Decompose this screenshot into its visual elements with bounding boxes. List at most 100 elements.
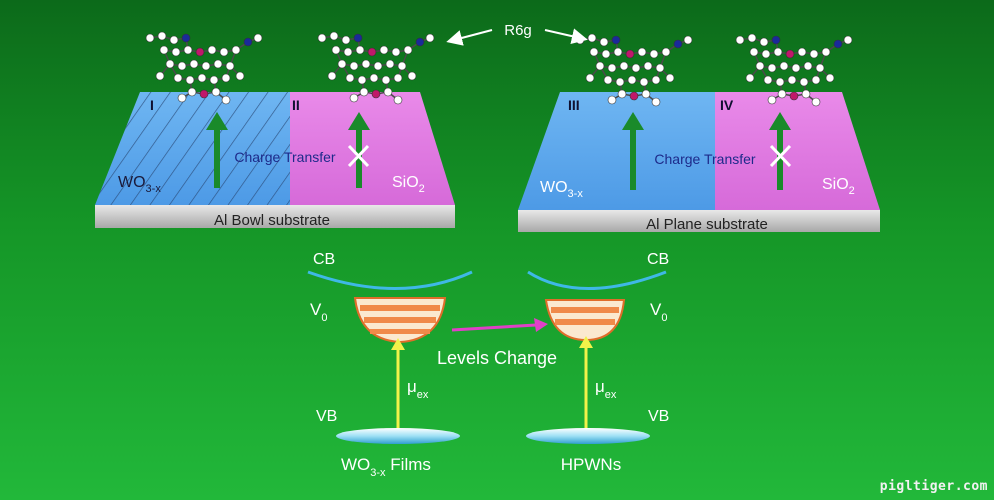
mu-ex-label-right: μex [595, 377, 617, 401]
molecule-atom [759, 37, 769, 47]
molecule-atom [779, 61, 789, 71]
molecule-atom [345, 73, 355, 83]
molecule-atom [385, 59, 395, 69]
levels-change-arrow [451, 318, 548, 332]
panel-iv-sio2-surface [715, 92, 880, 210]
v0-level-left-1 [360, 305, 440, 311]
molecule-atom [171, 47, 181, 57]
molecule-atom [201, 61, 211, 71]
molecule-atom [761, 49, 771, 59]
molecule-atom [393, 95, 403, 105]
molecule-atom [825, 73, 835, 83]
bottom-label-wo-films: WO3-x Films [341, 455, 431, 479]
molecule-atom [369, 73, 379, 83]
molecule-atom [843, 35, 853, 45]
v0-label-left: V0 [310, 300, 327, 324]
ct-arrow-panel-iii [622, 112, 644, 190]
panel-numeral-i: I [150, 97, 154, 113]
molecule-atom [629, 91, 639, 101]
molecule-atom [211, 87, 221, 97]
molecule-atom [253, 33, 263, 43]
molecule-atom [145, 33, 155, 43]
molecule-atom [755, 61, 765, 71]
r6g-molecules [145, 31, 853, 107]
molecule-atom [619, 61, 629, 71]
panel-ii-sio2-surface [290, 92, 455, 205]
cb-curve-right [527, 270, 667, 290]
molecule-atom [381, 75, 391, 85]
mu-ex-label-left: μex [407, 377, 429, 401]
molecule-atom [585, 73, 595, 83]
panel-numeral-iii: III [568, 97, 580, 113]
r6g-arrow-left [446, 29, 493, 46]
molecule-atom [789, 91, 799, 101]
molecule-atom [393, 73, 403, 83]
molecule-atom [173, 73, 183, 83]
molecule-atom [159, 45, 169, 55]
molecule-atom [767, 63, 777, 73]
molecule-atom [361, 59, 371, 69]
levels-change-arrow-shaft [451, 323, 537, 332]
molecule-atom [185, 75, 195, 85]
molecule-atom [665, 73, 675, 83]
molecule-atom [797, 47, 807, 57]
molecule-atom [767, 95, 777, 105]
molecule-atom [811, 75, 821, 85]
molecule-atom [637, 47, 647, 57]
molecule-atom [617, 89, 627, 99]
molecule-atom [791, 63, 801, 73]
molecule-atom [243, 37, 253, 47]
molecule-atom [801, 89, 811, 99]
molecule-atom [763, 75, 773, 85]
molecule-atom [643, 61, 653, 71]
right-substrate-base [518, 210, 880, 232]
substrate-label-right: Al Plane substrate [646, 216, 768, 233]
left-substrate-base [95, 205, 455, 228]
band-diagram-right [526, 270, 667, 444]
molecule-atom [207, 45, 217, 55]
molecule-atom [745, 73, 755, 83]
molecule-atom [601, 49, 611, 59]
molecule-atom [331, 45, 341, 55]
molecule-atom [821, 47, 831, 57]
molecule-atom [221, 95, 231, 105]
molecule-atom [771, 35, 781, 45]
substrate-label-left: Al Bowl substrate [214, 212, 330, 229]
molecule-atom [403, 45, 413, 55]
molecule-atom [627, 75, 637, 85]
molecule-atom [625, 49, 635, 59]
molecule-atom [341, 35, 351, 45]
panel-iii-wo-surface [518, 92, 715, 210]
charge-transfer-arrows [206, 112, 792, 190]
vb-band-right [526, 428, 650, 444]
molecule-atom [815, 63, 825, 73]
molecule-atom [787, 75, 797, 85]
band-diagram-left [307, 270, 473, 444]
molecule-atom [595, 61, 605, 71]
molecule-atom [773, 47, 783, 57]
molecule-atom [327, 71, 337, 81]
molecule-atom [425, 33, 435, 43]
molecule-atom [785, 49, 795, 59]
molecule-atom [833, 39, 843, 49]
molecule-atom [187, 87, 197, 97]
molecule-atom [317, 33, 327, 43]
material-label-panel-iii: WO3-x [540, 179, 583, 200]
molecule-atom [661, 47, 671, 57]
molecule-atom [775, 77, 785, 87]
molecule-atom [599, 37, 609, 47]
v0-level-left-3 [370, 329, 430, 334]
right-substrate [518, 92, 880, 232]
molecule-atom [747, 33, 757, 43]
molecule-atom [651, 97, 661, 107]
molecule-atom [811, 97, 821, 107]
panel-numeral-ii: II [292, 97, 300, 113]
v0-level-left-2 [364, 317, 436, 323]
r6g-molecule [575, 33, 693, 107]
charge-transfer-label-right: Charge Transfer [654, 151, 755, 167]
molecule-atom [673, 39, 683, 49]
material-label-panel-iv: SiO2 [822, 176, 855, 197]
molecule-atom [353, 33, 363, 43]
bottom-label-hpwns: HPWNs [561, 455, 621, 474]
molecule-atom [357, 75, 367, 85]
